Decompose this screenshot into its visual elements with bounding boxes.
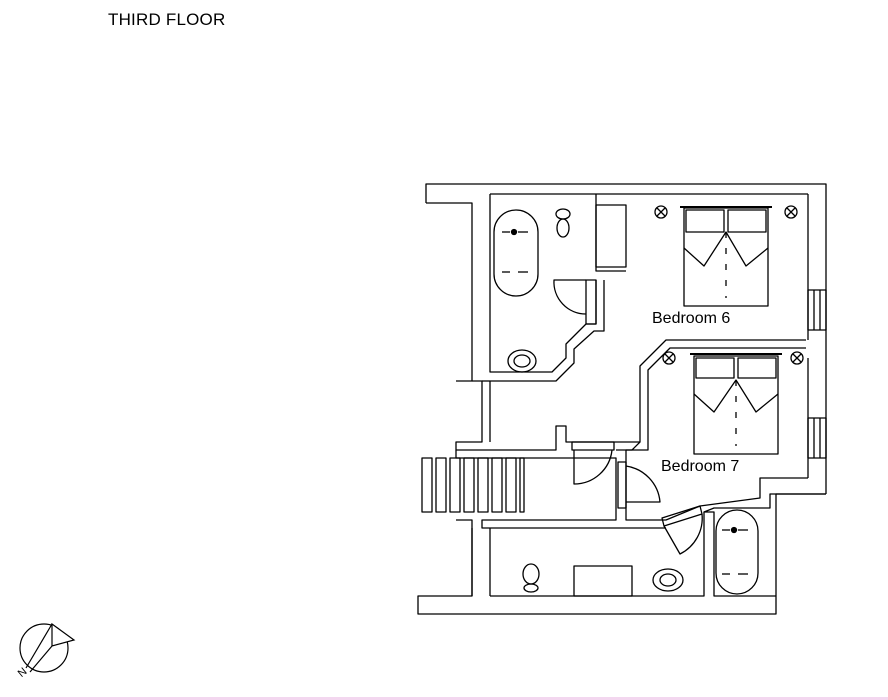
room-label-bedroom-6: Bedroom 6	[652, 310, 730, 327]
light-fixture-icon	[654, 205, 798, 219]
wardrobe	[595, 194, 627, 272]
toilet-icon	[522, 563, 540, 593]
vanity-unit	[573, 565, 633, 597]
bed-icon	[690, 353, 782, 455]
bathtub-icon	[493, 209, 539, 297]
exterior-walls	[417, 183, 827, 615]
sink-icon	[507, 349, 537, 373]
toilet-icon	[555, 208, 571, 238]
bathroom-north-walls	[455, 194, 616, 451]
compass-icon: N	[16, 622, 76, 680]
door-icon	[553, 279, 703, 555]
floor-title: THIRD FLOOR	[108, 10, 226, 29]
light-fixture-icon	[662, 351, 804, 365]
bedroom-7-walls	[625, 442, 826, 597]
bed-icon	[680, 206, 772, 307]
room-label-bedroom-7: Bedroom 7	[661, 458, 739, 475]
bathtub-icon	[715, 509, 759, 595]
page-bottom-strip	[0, 697, 888, 700]
svg-text:N: N	[16, 666, 30, 680]
window-icon	[807, 289, 827, 459]
sink-icon	[652, 568, 684, 592]
stairs-icon	[421, 457, 525, 513]
